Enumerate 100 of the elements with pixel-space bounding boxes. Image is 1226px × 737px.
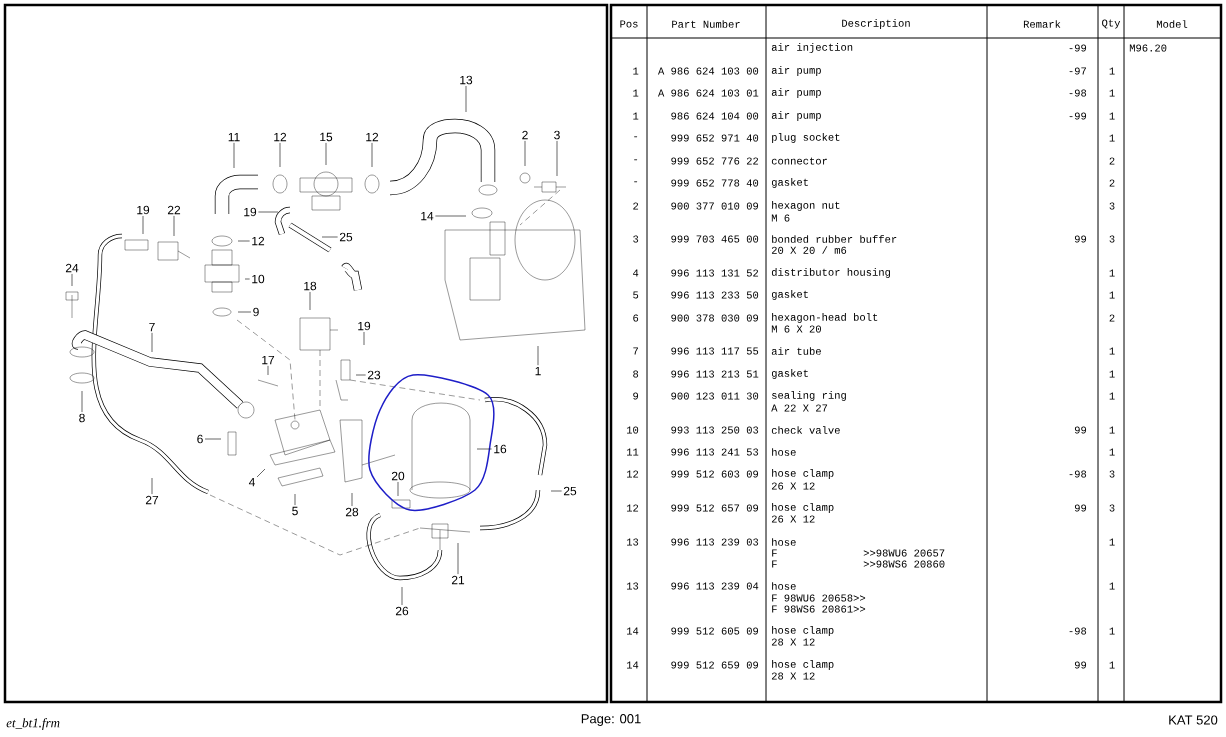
table-cell: air pump [771,111,821,121]
table-cell: 999 512 657 09 [671,504,759,512]
column-header: Part Number [672,20,740,28]
callout-number: 22 [167,205,181,215]
leader-line [457,542,459,575]
table-cell: 3 [1109,202,1115,210]
table-cell: hose [772,448,796,456]
table-cell: 1 [1109,448,1115,456]
table-cell: 999 652 778 40 [671,179,759,187]
column-header: Description [842,19,910,29]
column-header: Model [1156,20,1188,28]
table-cell: 1 [1109,347,1115,355]
table-cell: F 98WS6 20861>> [772,605,866,613]
leader-line [537,345,539,366]
leader-line [355,374,366,376]
table-cell: >>98WU6 20657 [863,549,945,557]
table-cell: 993 113 250 03 [671,426,759,434]
table-cell: 900 377 010 09 [671,202,759,210]
leader-line [524,140,526,167]
callout-number: 18 [304,281,317,291]
leader-line [294,493,296,506]
table-cell: hose clamp [772,626,834,636]
callout-number: 13 [460,75,473,85]
table-cell: 900 123 011 30 [671,392,759,400]
leader-line [397,481,399,497]
table-cell: 1 [1109,112,1115,120]
table-cell: hose [772,582,796,590]
table-cell: 1 [1109,269,1115,277]
leader-line [237,311,252,313]
table-cell: connector [771,157,827,165]
leader-line [142,215,144,235]
callout-number: 1 [535,366,541,376]
table-cell: 1 [1109,134,1115,142]
footer-text: Page: 001 [581,714,641,726]
table-cell: 9 [633,392,639,400]
table-cell: 28 X 12 [771,672,815,680]
callout-number: 21 [451,575,465,585]
table-cell: 26 X 12 [771,515,815,523]
table-cell: 28 X 12 [771,638,815,646]
callout-number: 15 [320,132,333,142]
table-cell: 996 113 241 53 [671,448,759,456]
table-cell: 20 X 20 / m6 [771,246,847,254]
table-cell: 999 652 776 22 [671,157,759,165]
table-cell: 996 113 131 52 [671,269,759,277]
table-cell: -99 [1069,112,1087,120]
table-cell: 986 624 104 00 [671,112,759,120]
leader-line [435,215,467,217]
leader-line [244,278,250,280]
table-cell: 1 [1109,661,1115,669]
table-cell: F [772,549,777,557]
table-cell: M96.20 [1129,44,1167,52]
table-cell: 7 [633,347,638,355]
leader-line [256,468,266,478]
table-cell: 5 [633,291,639,299]
table-cell: 900 378 030 09 [671,314,759,322]
leader-line [151,332,153,353]
table-cell: hose clamp [772,660,834,670]
callout-number: 19 [244,207,257,217]
leader-line [309,291,311,311]
table-cell: distributor housing [771,268,890,278]
callout-number: 24 [65,263,79,273]
table-cell: hose clamp [772,469,834,479]
table-cell: 13 [626,538,639,546]
leader-line [363,331,365,346]
table-cell: hexagon nut [772,201,840,211]
table-cell: gasket [771,178,808,188]
leader-line [258,211,279,213]
callout-number: 28 [345,507,359,517]
table-cell: 999 703 465 00 [671,235,759,243]
table-cell: - [634,136,638,138]
table-cell: check valve [771,426,840,434]
leader-line [71,273,73,287]
table-cell: 2 [1109,157,1115,165]
table-cell: 12 [626,504,639,512]
table-cell: hexagon-head bolt [772,313,878,323]
table-cell: 2 [633,202,639,210]
callout-number: 6 [197,434,203,444]
table-cell: 1 [1109,392,1115,400]
table-cell: 996 113 213 51 [671,370,759,378]
table-cell: 1 [1109,582,1115,590]
leader-line [233,142,235,169]
leader-line [321,236,338,238]
table-cell: 12 [626,470,639,478]
leader-line [267,365,269,376]
table-cell: hose [772,538,796,546]
table-cell: 8 [633,370,639,378]
callout-number: 2 [522,130,528,140]
table-cell: 996 113 239 03 [671,538,759,546]
table-cell: 3 [1109,235,1115,243]
table-cell: bonded rubber buffer [772,235,897,243]
callout-number: 25 [339,232,353,242]
leader-line [401,586,403,606]
leader-line [465,85,467,113]
callout-number: 16 [494,444,507,454]
table-cell: 6 [633,314,639,322]
table-cell: F [772,560,777,568]
callout-number: 5 [292,506,298,516]
callout-number: 17 [262,355,275,365]
column-header: Remark [1023,20,1061,28]
table-cell: 3 [1109,470,1115,478]
